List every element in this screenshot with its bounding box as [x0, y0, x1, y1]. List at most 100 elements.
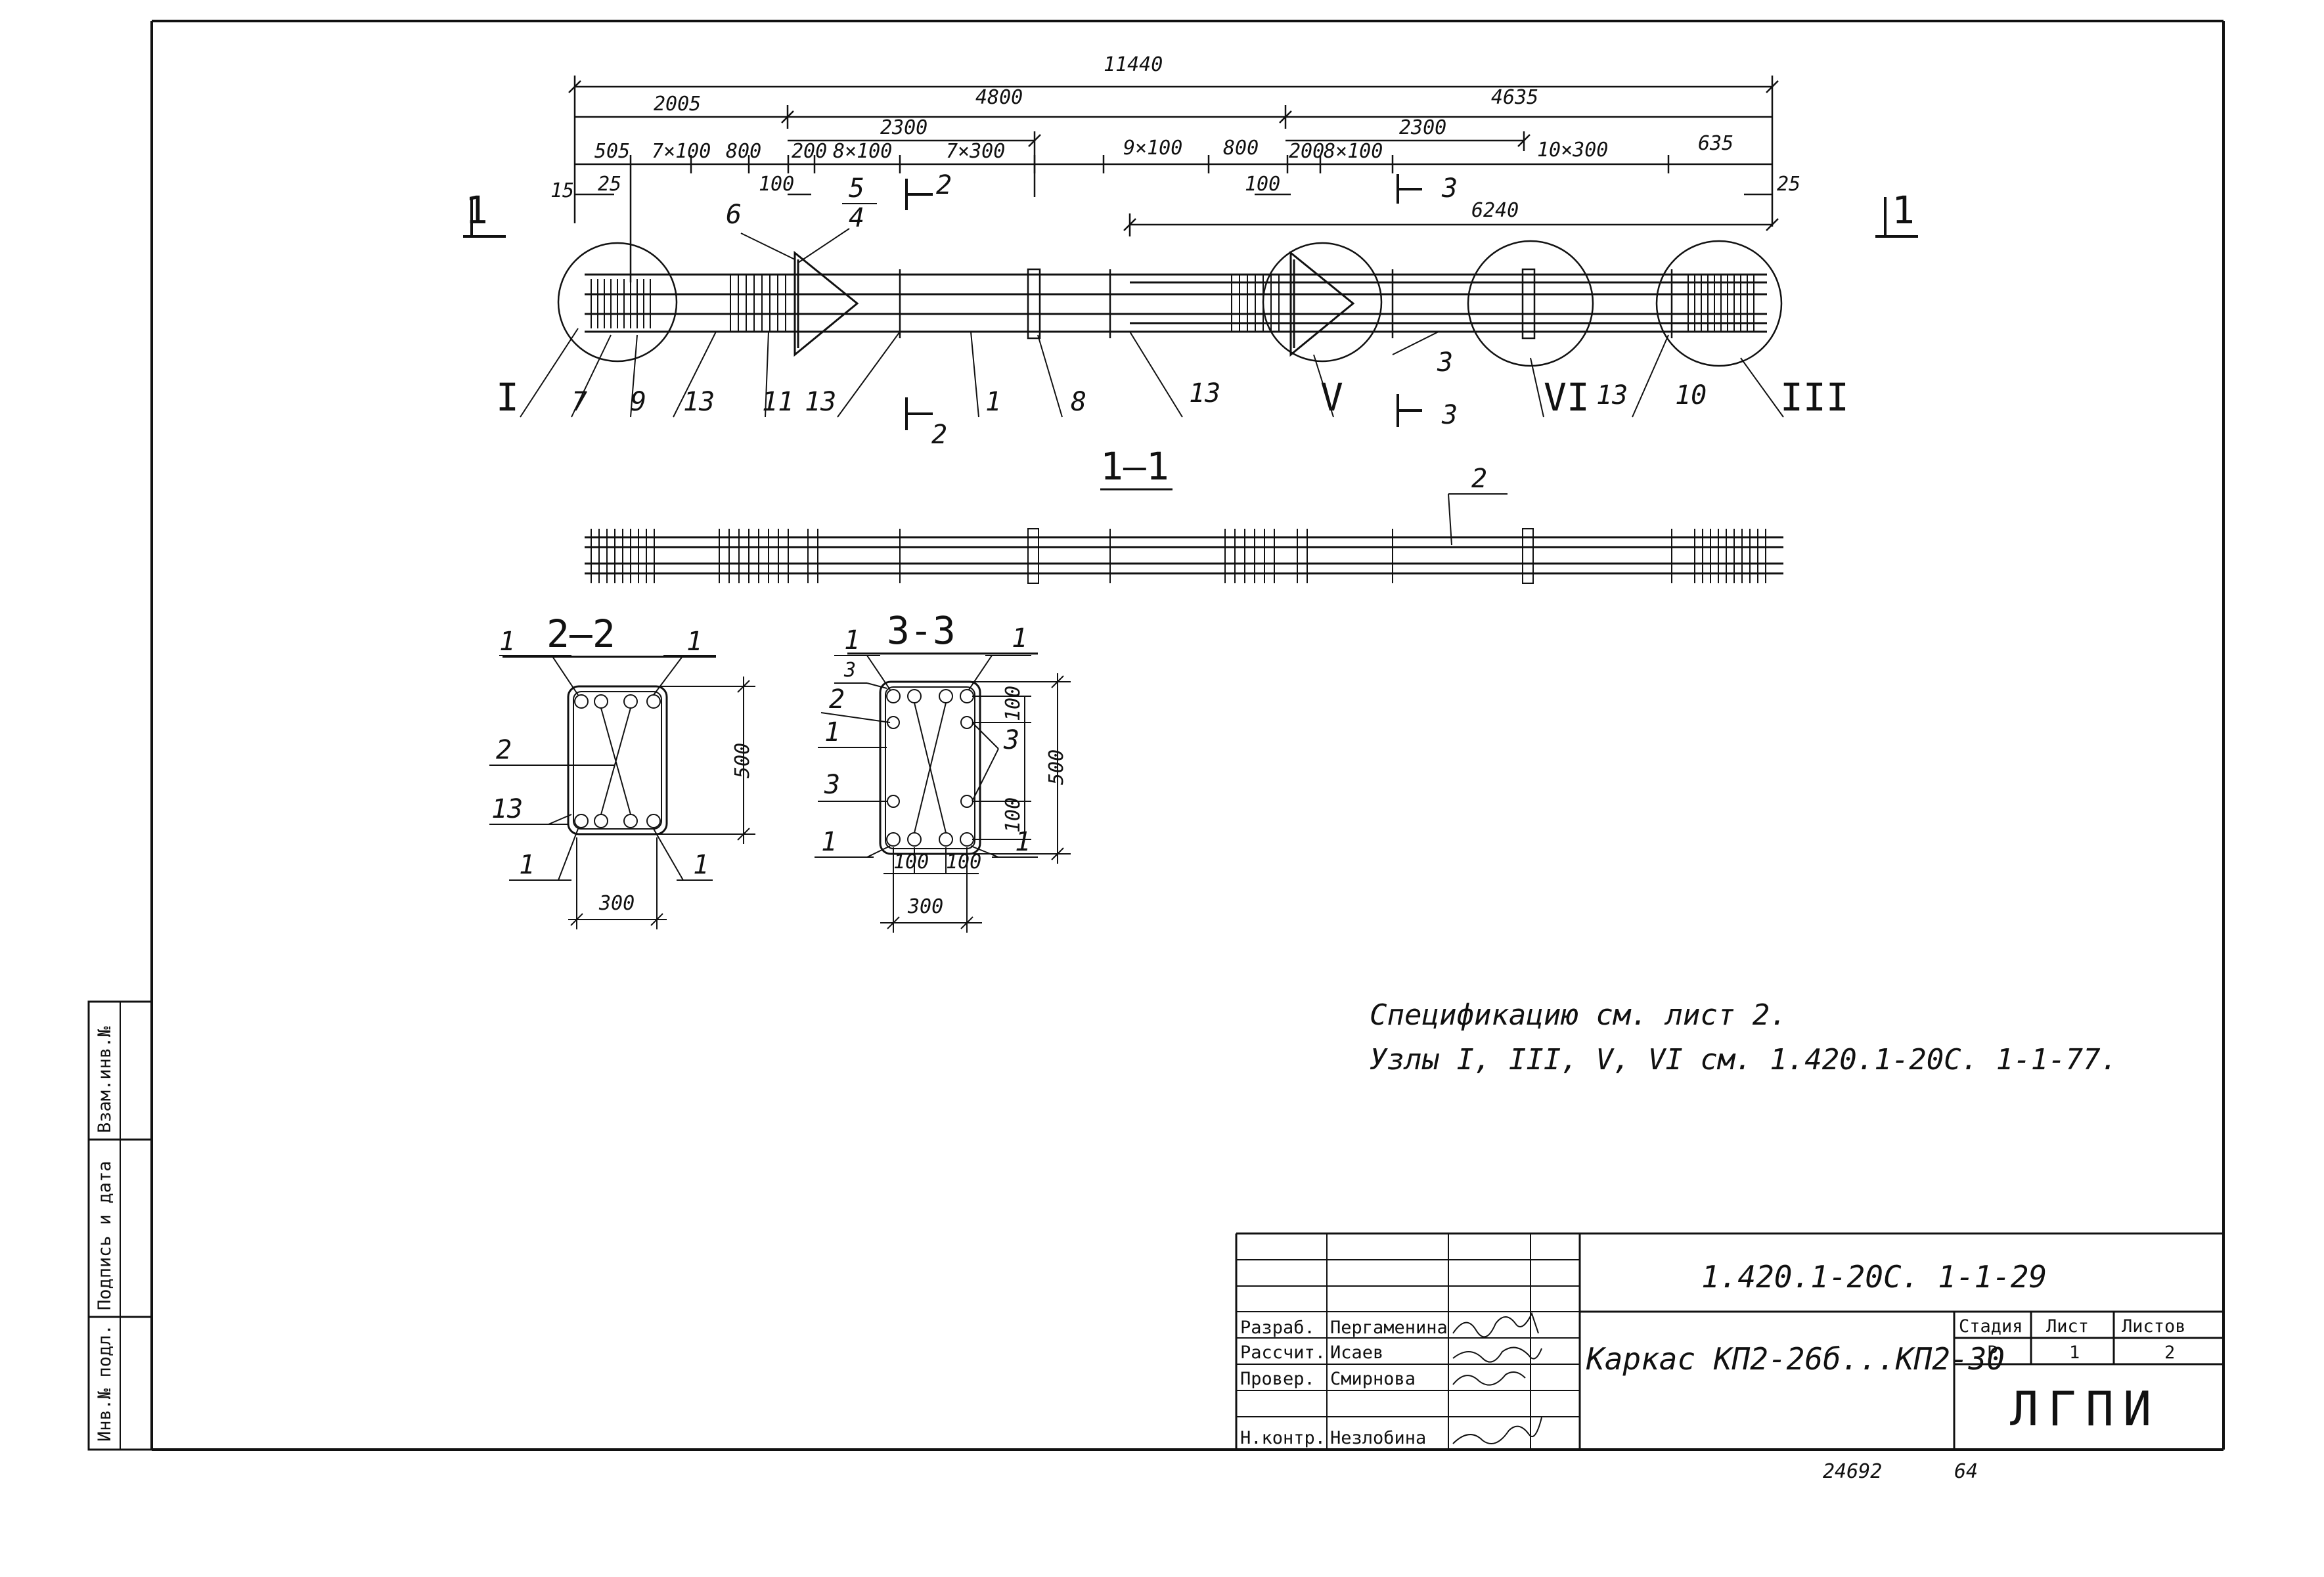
name-developer: Пергаменина [1330, 1318, 1448, 1338]
name-checker: Смирнова [1330, 1369, 1416, 1389]
section-33-label-1-top-left: 1 [844, 625, 860, 655]
section-22-label-1-top-right: 1 [686, 627, 702, 657]
dim-10x300: 10×300 [1537, 139, 1608, 162]
archive-number: 24692 [1823, 1460, 1882, 1483]
position-13c-label: 13 [1189, 378, 1220, 409]
section-22-width: 300 [598, 892, 635, 915]
note-specification: Спецификацию см. лист 2. [1370, 998, 1787, 1032]
plan-view: 1—1 2 [585, 444, 1783, 584]
dim-800-left: 800 [726, 140, 761, 163]
dim-7x100: 7×100 [652, 140, 711, 163]
position-13a-label: 13 [683, 387, 715, 417]
dim-seg-right: 4635 [1491, 86, 1538, 109]
title-block-code: 1.420.1-20С. 1-1-29 [1701, 1259, 2047, 1295]
dim-100-left: 100 [759, 173, 794, 196]
section-2-2: 2—2 1 1 2 13 1 [489, 611, 755, 929]
section-33-label-1-bottom-right: 1 [1015, 827, 1031, 857]
section-22-label-1-bottom-left: 1 [519, 850, 535, 880]
sheet-frame [150, 20, 2225, 1451]
head-stage: Стадия [1959, 1316, 2023, 1337]
section-22-label-1-top-left: 1 [499, 627, 515, 657]
dim-overall: 11440 [1104, 53, 1163, 76]
section-33-width: 300 [907, 895, 943, 918]
name-norm-control: Незлобина [1330, 1428, 1426, 1448]
dim-8x100-left: 8×100 [833, 140, 892, 163]
position-11-label: 11 [762, 387, 793, 417]
node-VI-label: VI [1544, 375, 1590, 420]
section-3-3: 3-3 [815, 608, 1071, 933]
role-norm-control: Н.контр. [1240, 1428, 1326, 1448]
section-1-right-label: 1 [1892, 188, 1915, 233]
page-number: 64 [1954, 1460, 1978, 1483]
stirrups [899, 268, 1673, 340]
section-33-label-1-mid: 1 [824, 717, 840, 747]
dim-505: 505 [594, 140, 630, 163]
dim-6240: 6240 [1471, 199, 1519, 222]
section-22-label-2: 2 [496, 735, 512, 765]
dim-635: 635 [1698, 132, 1733, 155]
position-1-label: 1 [985, 387, 1001, 417]
elevation-view: 1 1 2 2 3 3 6 5 4 I III V VI 7 9 13 11 1… [463, 170, 1918, 450]
section-3-top-label: 3 [1441, 173, 1458, 204]
role-checker: Провер. [1240, 1369, 1315, 1389]
section-33-label-2: 2 [829, 684, 845, 715]
section-1-left-label: 1 [465, 188, 488, 233]
node-V-label: V [1320, 375, 1343, 420]
dim-800-right: 800 [1223, 137, 1259, 160]
position-13d-label: 13 [1596, 380, 1628, 411]
position-9-label: 9 [631, 387, 646, 417]
section-22-height: 500 [731, 743, 754, 778]
position-5-label: 5 [849, 173, 864, 204]
head-sheets: Листов [2122, 1316, 2186, 1337]
dim-2300-right: 2300 [1399, 116, 1446, 139]
organization: ЛГПИ [2010, 1381, 2160, 1436]
section-22-title: 2—2 [547, 611, 615, 656]
section-3-bottom-label: 3 [1441, 400, 1458, 430]
section-33-label-3-top: 3 [843, 659, 856, 682]
dim-25-right: 25 [1777, 173, 1800, 196]
section-33-label-1-bottom-left: 1 [821, 827, 837, 857]
role-calculator: Рассчит. [1240, 1343, 1326, 1363]
name-calculator: Исаев [1330, 1343, 1383, 1363]
plan-title: 1—1 [1100, 444, 1169, 489]
dim-seg-mid: 4800 [975, 86, 1023, 109]
anchor-plates [793, 250, 1355, 357]
dim-200-right: 200 [1289, 140, 1324, 163]
position-7-label: 7 [571, 387, 587, 417]
side-stamp-cell-replace: Взам.инв.№ [95, 1026, 115, 1133]
node-circles [557, 240, 1783, 367]
section-33-bars [815, 655, 1071, 933]
position-10-label: 10 [1675, 380, 1707, 411]
position-4-label: 4 [849, 203, 864, 233]
title-block: 1.420.1-20С. 1-1-29 Разраб. Рассчит. Про… [1235, 1232, 2223, 1450]
section-33-label-3-low: 3 [824, 770, 840, 800]
section-33-title: 3-3 [887, 608, 956, 653]
section-33-dim-100-top: 100 [1002, 686, 1025, 721]
node-III-label: III [1780, 375, 1849, 420]
dim-100-right: 100 [1245, 173, 1280, 196]
section-22-label-13: 13 [491, 794, 523, 824]
value-sheets: 2 [2164, 1343, 2175, 1363]
dim-2300-left: 2300 [880, 116, 927, 139]
head-sheet: Лист [2046, 1316, 2089, 1337]
side-stamp: Инв.№ подл. Подпись и дата Взам.инв.№ [87, 1000, 153, 1451]
dimension-chains [568, 76, 1779, 282]
dim-25-left: 25 [598, 173, 621, 196]
dim-15: 15 [550, 179, 574, 202]
plan-stirrups [591, 528, 1766, 584]
section-2-bottom-label: 2 [931, 420, 947, 450]
dim-200-left: 200 [792, 140, 827, 163]
note-nodes: Узлы I, III, V, VI см. 1.420.1-20С. 1-1-… [1370, 1043, 2118, 1077]
notes: Спецификацию см. лист 2. Узлы I, III, V,… [1370, 998, 2118, 1077]
position-8-label: 8 [1071, 387, 1086, 417]
dim-9x100: 9×100 [1123, 137, 1182, 160]
value-stage: Р [1987, 1343, 1998, 1363]
section-33-dim-100a: 100 [893, 851, 929, 874]
section-22-bars [489, 655, 755, 929]
section-33-dim-100b: 100 [946, 851, 981, 874]
section-33-height: 500 [1045, 749, 1068, 785]
section-markers [463, 174, 1918, 430]
position-13b-label: 13 [805, 387, 836, 417]
section-33-label-3-right: 3 [1003, 725, 1019, 755]
dim-8x100-right: 8×100 [1324, 140, 1383, 163]
